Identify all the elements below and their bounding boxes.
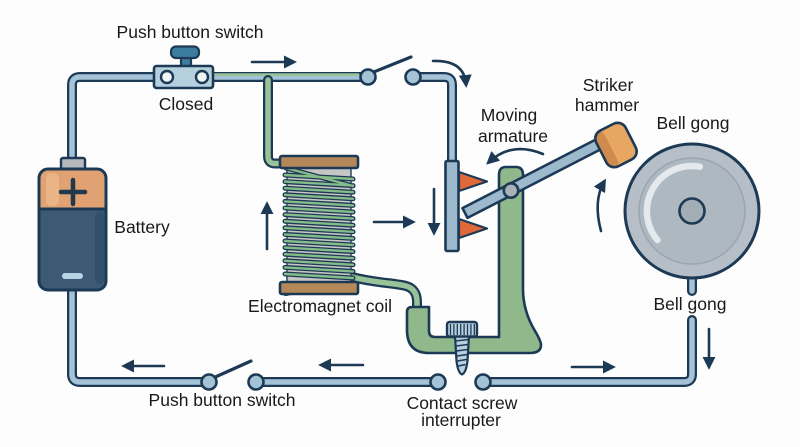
pole-tip-lower bbox=[457, 217, 489, 240]
switch-screw-left bbox=[159, 69, 175, 85]
label-striker-hammer-2: hammer bbox=[575, 95, 639, 115]
labels: Push button switch Closed Battery Electr… bbox=[114, 22, 729, 430]
screw-knurling bbox=[449, 324, 475, 335]
label-closed: Closed bbox=[159, 94, 213, 114]
wire-contact-to-pole-fill bbox=[417, 74, 455, 165]
armature-assembly bbox=[405, 165, 543, 355]
striker-hammer-head bbox=[594, 121, 638, 169]
arrow-curve-striker-icon bbox=[593, 178, 606, 233]
button-cap bbox=[169, 45, 201, 60]
wire-battery-to-top-switch bbox=[67, 72, 159, 168]
label-bell-gong-top: Bell gong bbox=[657, 113, 730, 133]
bottom-switch-terminal-left bbox=[200, 373, 218, 391]
screw-threads bbox=[455, 338, 469, 367]
current-arrows bbox=[121, 55, 716, 374]
coil-cap-top bbox=[278, 154, 360, 170]
pole-tip-upper bbox=[457, 170, 489, 193]
wire-bottom-switch-to-battery-fill bbox=[69, 288, 212, 385]
label-striker-hammer-1: Striker bbox=[583, 75, 634, 95]
wire-contact-to-pole bbox=[415, 72, 457, 167]
striker bbox=[461, 121, 638, 220]
top-switch-blade bbox=[368, 55, 413, 76]
push-button-switch-top bbox=[152, 45, 215, 90]
bell-hub bbox=[678, 197, 706, 225]
battery-top-highlight bbox=[46, 173, 59, 206]
armature-pivot bbox=[502, 182, 520, 200]
label-moving-armature-1: Moving bbox=[481, 105, 537, 125]
top-switch-terminal-left bbox=[359, 68, 377, 86]
label-moving-armature-2: armature bbox=[478, 126, 548, 146]
battery-outline bbox=[37, 167, 108, 292]
interrupter-terminal-left bbox=[429, 373, 447, 391]
bottom-switch-blade bbox=[210, 359, 253, 381]
bell-highlight bbox=[643, 162, 704, 244]
label-bell-gong-bottom: Bell gong bbox=[654, 294, 727, 314]
wire-coil-exit-fill bbox=[283, 274, 420, 317]
label-battery: Battery bbox=[114, 217, 170, 237]
screw-head bbox=[445, 320, 479, 338]
top-switch-terminal-right bbox=[404, 68, 422, 86]
moving-armature-bar bbox=[405, 165, 543, 355]
switch-screw-right bbox=[194, 69, 210, 85]
hammer-outline bbox=[594, 121, 638, 169]
electromagnet-coil bbox=[278, 154, 360, 296]
label-push-button-switch-top: Push button switch bbox=[117, 22, 264, 42]
switch-contacts bbox=[200, 55, 492, 391]
interrupter-terminal-right bbox=[474, 373, 492, 391]
bottom-switch-terminal-right bbox=[247, 373, 265, 391]
coil-cap-bottom bbox=[278, 280, 360, 296]
hammer-shadow-edge bbox=[594, 131, 619, 169]
contact-screw bbox=[445, 320, 479, 376]
label-push-button-switch-bottom: Push button switch bbox=[149, 390, 296, 410]
plus-sign-icon bbox=[58, 177, 88, 207]
pole-piece bbox=[444, 159, 489, 253]
label-electromagnet-coil: Electromagnet coil bbox=[248, 296, 392, 316]
label-contact-screw-2: interrupter bbox=[421, 410, 501, 430]
coil-windings bbox=[283, 166, 355, 280]
wire-bottom-switch-to-battery bbox=[67, 286, 214, 387]
bell bbox=[623, 142, 761, 280]
circuit-wires bbox=[67, 72, 697, 387]
label-contact-screw-1: Contact screw bbox=[407, 393, 518, 413]
battery bbox=[37, 156, 108, 292]
arrow-curve-armature-icon bbox=[486, 147, 545, 165]
arrow-curve-down-icon bbox=[431, 59, 472, 88]
minus-sign-icon bbox=[62, 273, 83, 279]
wire-battery-to-top-switch-fill bbox=[69, 74, 157, 166]
battery-body-shade bbox=[95, 212, 104, 284]
wire-coil-feed-fill bbox=[265, 77, 289, 167]
wire-bell-to-interrupter-fill bbox=[480, 317, 695, 385]
pole-bar bbox=[444, 159, 460, 253]
